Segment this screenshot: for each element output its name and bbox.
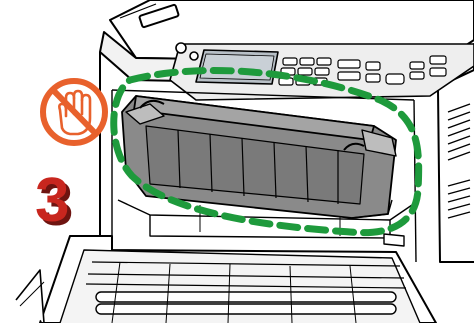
front-cover-open	[16, 236, 436, 323]
no-touch-icon	[43, 81, 105, 143]
toner-unit	[122, 96, 396, 218]
step-number-label: 3	[35, 166, 69, 235]
side-vents	[448, 104, 470, 218]
step-number: 3 3	[35, 166, 73, 239]
